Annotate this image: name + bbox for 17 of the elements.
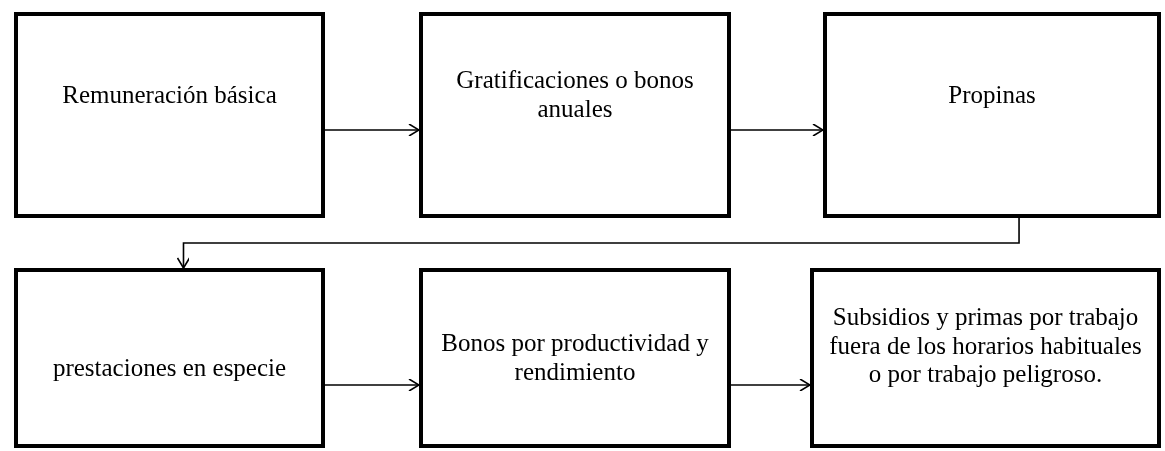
- arrow: [176, 217, 1020, 269]
- process-box: [810, 268, 1161, 448]
- arrow: [730, 378, 811, 392]
- box-label: prestaciones en especie: [52, 353, 287, 383]
- arrow: [324, 378, 420, 392]
- box-label: Remuneración básica: [62, 80, 277, 110]
- arrow: [324, 123, 420, 137]
- process-box: [419, 12, 731, 218]
- box-label: Gratificaciones o bonos anuales: [455, 66, 695, 124]
- box-label: Propinas: [948, 80, 1036, 110]
- process-box: [14, 268, 325, 448]
- arrow: [730, 123, 824, 137]
- box-label: Subsidios y primas por trabajo fuera de los horarios habituales o por trabajo peligroso.: [828, 302, 1143, 390]
- box-label: Bonos por productividad y rendimiento: [440, 329, 710, 387]
- process-box: [419, 268, 731, 448]
- process-box: [823, 12, 1161, 218]
- process-box: [14, 12, 325, 218]
